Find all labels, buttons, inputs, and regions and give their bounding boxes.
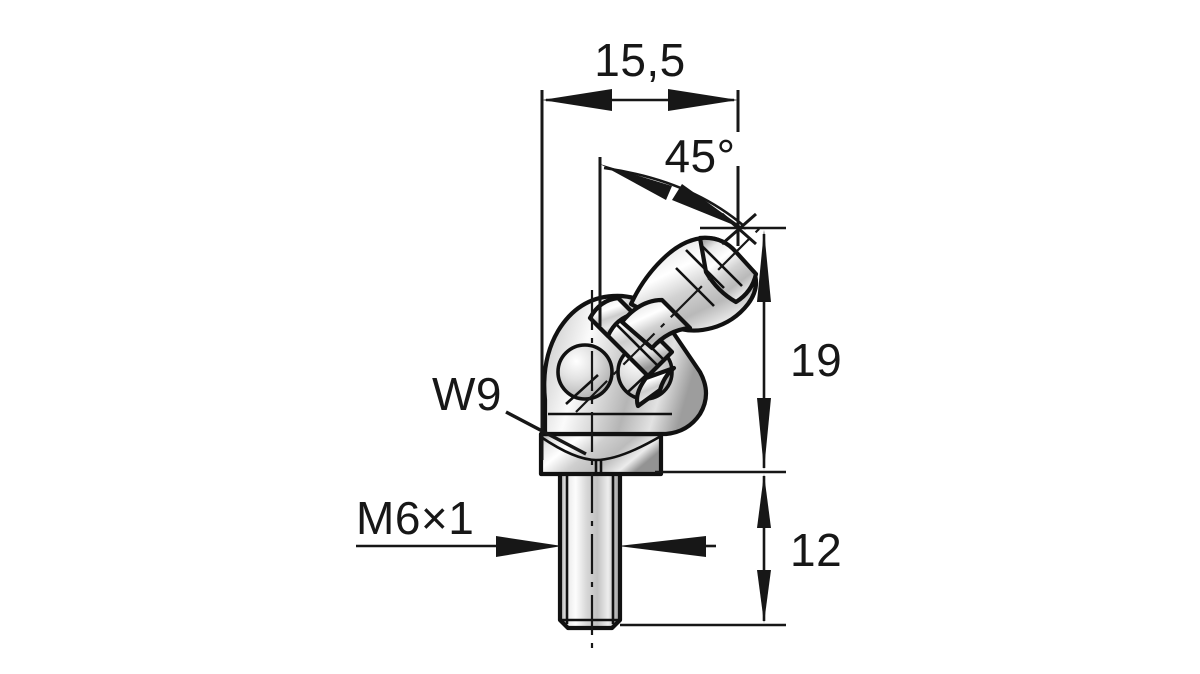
fitting-geometry	[538, 227, 761, 648]
dim-label-15-5: 15,5	[594, 34, 686, 86]
arrowhead-12-top	[757, 474, 771, 528]
ball-head	[619, 235, 759, 351]
arrowhead-thread-left	[496, 536, 562, 557]
arrowhead-19-top	[757, 230, 771, 302]
arrowhead-19-bottom	[757, 398, 771, 470]
callout-label-w9: W9	[432, 368, 502, 420]
dim-label-19: 19	[790, 334, 842, 386]
dimension-height-19: 19	[655, 226, 842, 474]
arrowhead-angle-end	[672, 184, 746, 230]
arrowhead-thread-right	[618, 536, 706, 557]
arrowhead-left	[542, 89, 612, 111]
leader-line-w9	[505, 410, 587, 456]
threaded-shank	[557, 469, 623, 631]
callout-hex-width: W9	[432, 368, 587, 456]
arrowhead-12-bottom	[757, 570, 771, 623]
angled-center-axis	[575, 227, 761, 413]
dim-label-12: 12	[790, 524, 842, 576]
arrowhead-right	[668, 89, 738, 111]
dimension-height-12: 12	[620, 474, 842, 627]
arrowhead-angle-start	[600, 164, 672, 200]
callout-thread: M6×1	[356, 492, 716, 557]
callout-label-thread: M6×1	[356, 492, 474, 544]
body-boss-left	[556, 343, 614, 401]
dim-label-45: 45°	[664, 130, 735, 182]
hex-wrench-flats	[538, 431, 664, 477]
dimension-width-15-5: 15,5	[540, 34, 740, 460]
